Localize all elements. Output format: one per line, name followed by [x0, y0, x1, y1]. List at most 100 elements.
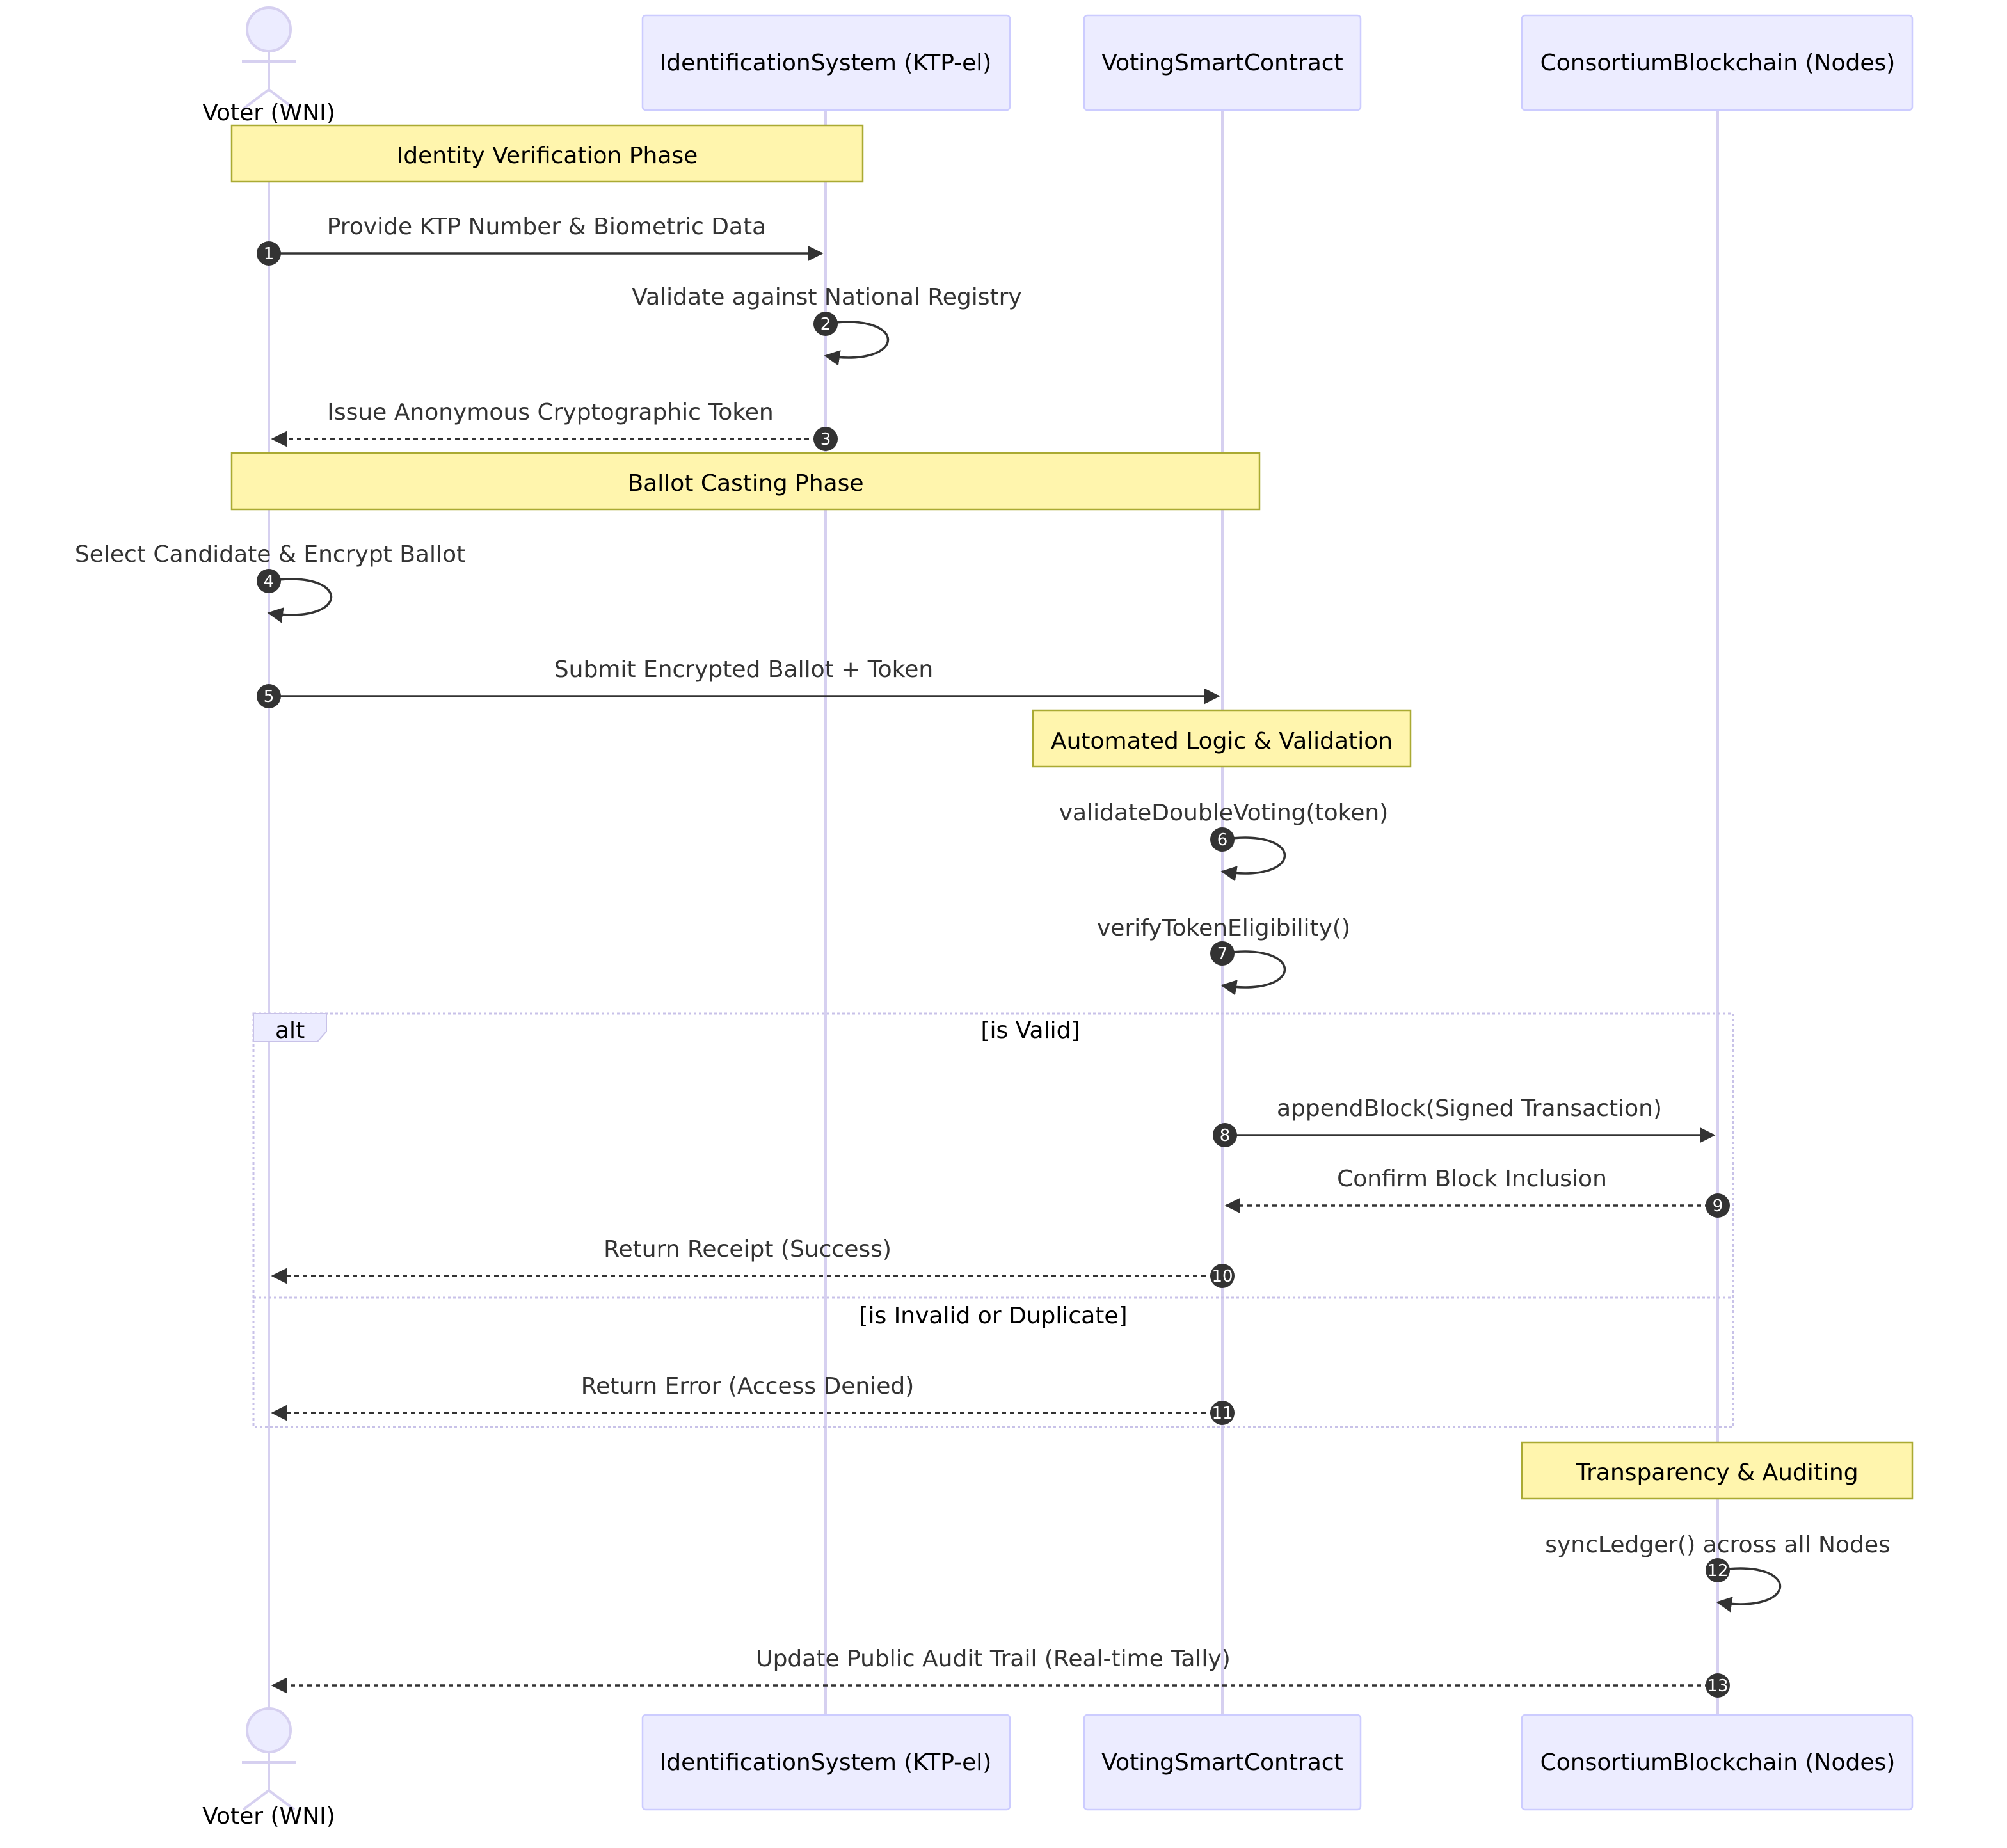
- note-transparency-auditing: Transparency & Auditing: [1521, 1441, 1914, 1500]
- note-identity-verification-phase: Identity Verification Phase: [230, 124, 864, 183]
- note-box: [230, 124, 864, 183]
- participant-label: VotingSmartContract: [1101, 1749, 1343, 1776]
- note-text: Identity Verification Phase: [397, 143, 698, 169]
- sequence-number-badge: [257, 684, 281, 708]
- participant-label: ConsortiumBlockchain (Nodes): [1540, 1749, 1896, 1776]
- note-box: [1521, 1441, 1914, 1500]
- participant-label: VotingSmartContract: [1101, 50, 1343, 76]
- sequence-number: 10: [1211, 1267, 1233, 1286]
- message-label: Return Receipt (Success): [604, 1236, 892, 1263]
- participant-label: Voter (WNI): [202, 1803, 335, 1829]
- message-2[interactable]: Validate against National Registry 2: [632, 284, 1022, 366]
- message-9[interactable]: Confirm Block Inclusion 9: [1224, 1166, 1730, 1218]
- sequence-number-badge: [1210, 827, 1235, 852]
- sequence-number: 5: [264, 687, 275, 706]
- sequence-number-badge: [1210, 1401, 1235, 1425]
- sequence-number: 6: [1217, 831, 1228, 850]
- message-5[interactable]: Submit Encrypted Ballot + Token 5: [257, 657, 1220, 708]
- actor-right-leg-icon: [268, 1789, 296, 1811]
- sequence-number: 13: [1707, 1677, 1728, 1696]
- participant-voting-smart-contract-top[interactable]: VotingSmartContract: [1083, 14, 1362, 111]
- participant-label: ConsortiumBlockchain (Nodes): [1540, 50, 1896, 76]
- message-label: Issue Anonymous Cryptographic Token: [327, 399, 774, 426]
- message-label: Confirm Block Inclusion: [1337, 1166, 1607, 1192]
- message-12[interactable]: syncLedger() across all Nodes 12: [1545, 1532, 1891, 1613]
- participant-voter-bottom[interactable]: Voter (WNI): [202, 1707, 335, 1829]
- message-label: syncLedger() across all Nodes: [1545, 1532, 1891, 1558]
- participant-label: IdentificationSystem (KTP-el): [660, 50, 992, 76]
- actor-left-leg-icon: [242, 88, 270, 110]
- note-text: Ballot Casting Phase: [627, 470, 863, 497]
- message-arrow: [267, 578, 332, 623]
- sequence-number-badge: [813, 427, 838, 451]
- sequence-number: 1: [264, 244, 275, 264]
- message-13[interactable]: Update Public Audit Trail (Real-time Tal…: [271, 1646, 1730, 1698]
- message-arrow: [824, 321, 889, 366]
- participant-consortium-blockchain-bottom[interactable]: ConsortiumBlockchain (Nodes): [1521, 1714, 1914, 1811]
- sequence-number-badge: [257, 569, 281, 593]
- message-1[interactable]: Provide KTP Number & Biometric Data 1: [257, 214, 824, 266]
- participant-voting-smart-contract-bottom[interactable]: VotingSmartContract: [1083, 1714, 1362, 1811]
- sequence-number-badge: [1706, 1673, 1730, 1698]
- alt-frame-label-box: [253, 1013, 327, 1042]
- message-11[interactable]: Return Error (Access Denied) 11: [271, 1373, 1235, 1425]
- participant-box: [641, 14, 1011, 111]
- sequence-number-badge: [813, 312, 838, 336]
- alt-guard-invalid: [is Invalid or Duplicate]: [859, 1303, 1127, 1329]
- sequence-number-badge: [1706, 1193, 1730, 1218]
- sequence-number: 4: [264, 572, 275, 591]
- message-label: Update Public Audit Trail (Real-time Tal…: [756, 1646, 1231, 1672]
- message-label: Submit Encrypted Ballot + Token: [554, 657, 933, 683]
- message-4[interactable]: Select Candidate & Encrypt Ballot 4: [75, 541, 465, 623]
- alt-frame: alt [is Valid] [is Invalid or Duplicate]: [252, 1012, 1734, 1428]
- note-text: Automated Logic & Validation: [1051, 728, 1393, 754]
- note-ballot-casting-phase: Ballot Casting Phase: [230, 452, 1261, 511]
- message-10[interactable]: Return Receipt (Success) 10: [271, 1236, 1235, 1288]
- message-7[interactable]: verifyTokenEligibility() 7: [1097, 915, 1350, 996]
- participant-box: [1083, 1714, 1362, 1811]
- participant-box: [1083, 14, 1362, 111]
- sequence-number: 12: [1707, 1561, 1728, 1581]
- alt-frame-border: [252, 1012, 1734, 1428]
- note-box: [230, 452, 1261, 511]
- alt-guard-valid: [is Valid]: [980, 1017, 1080, 1044]
- message-3[interactable]: Issue Anonymous Cryptographic Token 3: [271, 399, 838, 451]
- actor-right-leg-icon: [268, 88, 296, 110]
- sequence-number: 8: [1220, 1126, 1231, 1145]
- participant-box: [641, 1714, 1011, 1811]
- note-text: Transparency & Auditing: [1575, 1460, 1858, 1486]
- alt-frame-label: alt: [275, 1017, 305, 1044]
- sequence-number: 7: [1217, 944, 1228, 964]
- actor-left-leg-icon: [242, 1789, 270, 1811]
- participant-consortium-blockchain-top[interactable]: ConsortiumBlockchain (Nodes): [1521, 14, 1914, 111]
- message-label: Provide KTP Number & Biometric Data: [327, 214, 766, 240]
- message-arrow: [1220, 950, 1286, 996]
- message-label: Return Error (Access Denied): [581, 1373, 915, 1399]
- actor-head-icon: [246, 1707, 292, 1753]
- participant-label: Voter (WNI): [202, 100, 335, 126]
- participant-box: [1521, 1714, 1914, 1811]
- message-label: validateDoubleVoting(token): [1059, 800, 1389, 826]
- participant-label: IdentificationSystem (KTP-el): [660, 1749, 992, 1776]
- actor-head-icon: [246, 6, 292, 52]
- sequence-number: 9: [1713, 1197, 1723, 1216]
- message-8[interactable]: appendBlock(Signed Transaction) 8: [1213, 1095, 1716, 1147]
- sequence-number: 11: [1211, 1404, 1233, 1423]
- sequence-number: 3: [820, 430, 831, 449]
- participant-box: [1521, 14, 1914, 111]
- message-label: verifyTokenEligibility(): [1097, 915, 1350, 941]
- message-6[interactable]: validateDoubleVoting(token) 6: [1059, 800, 1389, 882]
- message-arrow: [1220, 836, 1286, 882]
- sequence-number-badge: [1210, 941, 1235, 966]
- message-label: appendBlock(Signed Transaction): [1277, 1095, 1662, 1122]
- note-box: [1032, 709, 1412, 768]
- participant-identification-system-top[interactable]: IdentificationSystem (KTP-el): [641, 14, 1011, 111]
- sequence-number-badge: [1210, 1264, 1235, 1288]
- message-label: Select Candidate & Encrypt Ballot: [75, 541, 465, 568]
- participant-identification-system-bottom[interactable]: IdentificationSystem (KTP-el): [641, 1714, 1011, 1811]
- sequence-number-badge: [1706, 1558, 1730, 1582]
- message-arrow: [1716, 1567, 1781, 1613]
- participant-voter-top[interactable]: Voter (WNI): [202, 6, 335, 126]
- note-automated-logic-validation: Automated Logic & Validation: [1032, 709, 1412, 768]
